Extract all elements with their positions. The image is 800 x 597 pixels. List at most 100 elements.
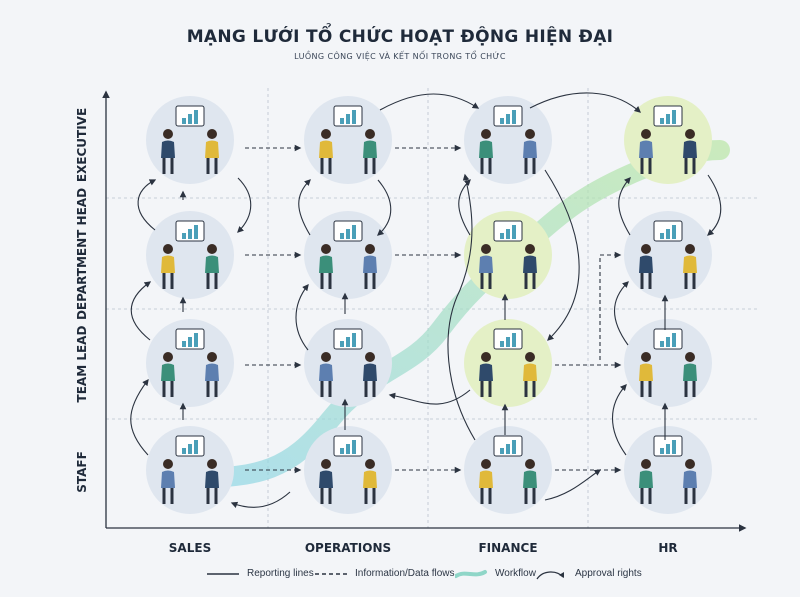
person-head-icon xyxy=(207,244,217,254)
person-head-icon xyxy=(163,129,173,139)
person-legs-icon xyxy=(206,488,218,504)
node-disc xyxy=(146,211,234,299)
person-legs-icon xyxy=(480,381,492,397)
chart-bar-glyph xyxy=(500,233,504,239)
chart-bar-glyph xyxy=(182,233,186,239)
person-head-icon xyxy=(207,129,217,139)
information-flows xyxy=(245,144,622,474)
node-staff-sales xyxy=(146,426,234,514)
page-subtitle: LUỒNG CÔNG VIỆC VÀ KẾT NỐI TRONG TỔ CHỨC xyxy=(294,52,506,61)
chart-bar-glyph xyxy=(352,440,356,454)
person-head-icon xyxy=(641,244,651,254)
chart-bar-glyph xyxy=(194,225,198,239)
chart-bar-glyph xyxy=(512,440,516,454)
person-head-icon xyxy=(481,244,491,254)
person-head-icon xyxy=(685,352,695,362)
chart-bar-glyph xyxy=(182,118,186,124)
node-disc xyxy=(146,96,234,184)
person-head-icon xyxy=(365,244,375,254)
person-body-icon xyxy=(683,140,697,158)
person-body-icon xyxy=(319,363,333,381)
node-disc xyxy=(304,211,392,299)
person-legs-icon xyxy=(480,273,492,289)
chart-bar-glyph xyxy=(340,341,344,347)
chart-bar-glyph xyxy=(672,333,676,347)
person-body-icon xyxy=(161,470,175,488)
person-head-icon xyxy=(685,129,695,139)
person-head-icon xyxy=(321,129,331,139)
node-disc xyxy=(464,319,552,407)
chart-bar-glyph xyxy=(506,229,510,239)
person-body-icon xyxy=(161,255,175,273)
node-staff-finance xyxy=(464,426,552,514)
person-head-icon xyxy=(481,459,491,469)
person-body-icon xyxy=(683,255,697,273)
person-head-icon xyxy=(365,352,375,362)
chart-bar-glyph xyxy=(500,341,504,347)
person-legs-icon xyxy=(162,381,174,397)
chart-bar-glyph xyxy=(660,233,664,239)
person-body-icon xyxy=(205,140,219,158)
person-head-icon xyxy=(641,129,651,139)
chart-bar-glyph xyxy=(340,448,344,454)
chart-bar-glyph xyxy=(672,225,676,239)
node-team-lead-hr xyxy=(624,319,712,407)
person-legs-icon xyxy=(364,273,376,289)
node-disc xyxy=(304,96,392,184)
col-label-sales: SALES xyxy=(168,541,212,555)
person-head-icon xyxy=(525,244,535,254)
node-executive-operations xyxy=(304,96,392,184)
person-body-icon xyxy=(205,363,219,381)
chart-bar-glyph xyxy=(346,114,350,124)
node-disc xyxy=(624,96,712,184)
row-label-executive: EXECUTIVE xyxy=(75,107,89,183)
person-body-icon xyxy=(523,470,537,488)
person-head-icon xyxy=(525,459,535,469)
node-executive-finance xyxy=(464,96,552,184)
person-legs-icon xyxy=(684,158,696,174)
person-head-icon xyxy=(685,244,695,254)
person-legs-icon xyxy=(364,381,376,397)
person-body-icon xyxy=(205,255,219,273)
chart-bar-glyph xyxy=(346,337,350,347)
person-legs-icon xyxy=(684,488,696,504)
person-head-icon xyxy=(163,459,173,469)
person-legs-icon xyxy=(524,381,536,397)
person-legs-icon xyxy=(320,488,332,504)
person-body-icon xyxy=(319,140,333,158)
node-department-head-hr xyxy=(624,211,712,299)
chart-bar-glyph xyxy=(194,333,198,347)
person-legs-icon xyxy=(524,273,536,289)
axes xyxy=(102,90,747,532)
chart-bar-glyph xyxy=(188,114,192,124)
person-legs-icon xyxy=(206,273,218,289)
person-legs-icon xyxy=(640,158,652,174)
person-legs-icon xyxy=(480,488,492,504)
person-head-icon xyxy=(481,129,491,139)
legend: Reporting lines Information/Data flows W… xyxy=(0,568,800,582)
person-legs-icon xyxy=(320,381,332,397)
person-body-icon xyxy=(479,470,493,488)
chart-bar-glyph xyxy=(666,114,670,124)
col-label-finance: FINANCE xyxy=(478,541,538,555)
node-executive-hr xyxy=(624,96,712,184)
node-department-head-sales xyxy=(146,211,234,299)
chart-bar-glyph xyxy=(660,448,664,454)
chart-bar-glyph xyxy=(512,333,516,347)
person-head-icon xyxy=(321,244,331,254)
person-body-icon xyxy=(639,363,653,381)
person-body-icon xyxy=(639,255,653,273)
chart-bar-glyph xyxy=(500,448,504,454)
person-body-icon xyxy=(363,255,377,273)
node-disc xyxy=(464,426,552,514)
chart-bar-glyph xyxy=(352,110,356,124)
person-body-icon xyxy=(319,255,333,273)
node-disc xyxy=(464,96,552,184)
person-body-icon xyxy=(479,140,493,158)
person-body-icon xyxy=(639,470,653,488)
person-legs-icon xyxy=(162,488,174,504)
person-body-icon xyxy=(161,140,175,158)
chart-bar-glyph xyxy=(188,444,192,454)
person-body-icon xyxy=(523,140,537,158)
person-legs-icon xyxy=(206,158,218,174)
